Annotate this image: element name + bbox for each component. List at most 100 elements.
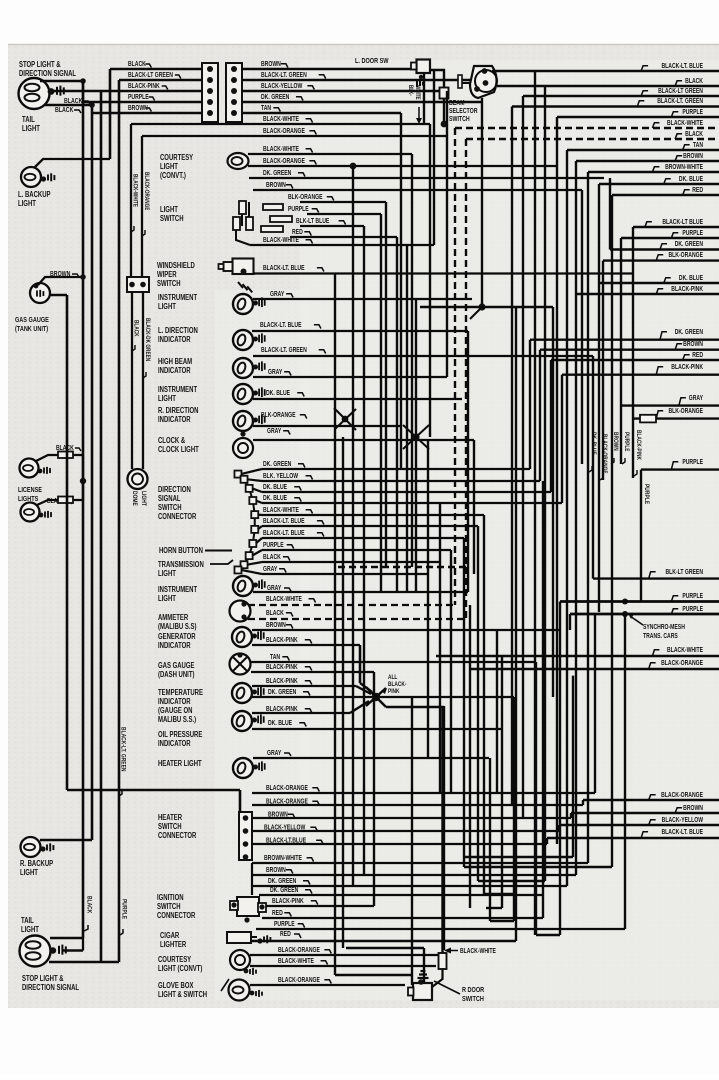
svg-text:BLACK-WHITE: BLACK-WHITE (131, 174, 138, 207)
svg-text:BLACK-PINK: BLACK-PINK (266, 663, 298, 671)
svg-text:LICENSE: LICENSE (18, 486, 42, 494)
svg-text:COURTESY: COURTESY (158, 955, 191, 964)
svg-text:BLACK-WHITE: BLACK-WHITE (263, 145, 299, 153)
svg-text:BLACK-PINK: BLACK-PINK (266, 636, 298, 644)
svg-text:GLOVE BOX: GLOVE BOX (158, 981, 194, 990)
svg-text:SWITCH: SWITCH (158, 503, 182, 512)
svg-text:LIGHT: LIGHT (160, 162, 178, 171)
svg-text:DOME: DOME (131, 491, 138, 506)
svg-text:BLK-ORANGE: BLK-ORANGE (288, 193, 323, 201)
svg-text:GRAY: GRAY (263, 565, 277, 573)
svg-text:RED: RED (280, 930, 291, 938)
svg-text:BLACK: BLACK (266, 609, 284, 617)
svg-text:CONNECTOR: CONNECTOR (158, 512, 197, 521)
svg-text:BLACK-LT. GREEN: BLACK-LT. GREEN (261, 71, 307, 79)
svg-text:DK. BLUE: DK. BLUE (679, 274, 703, 282)
svg-text:LIGHT: LIGHT (160, 205, 178, 214)
svg-text:TAN: TAN (693, 141, 703, 149)
svg-text:BLACK-LT. BLUE: BLACK-LT. BLUE (661, 828, 703, 836)
svg-text:SELECTOR: SELECTOR (449, 107, 478, 115)
svg-text:GRAY: GRAY (689, 394, 703, 402)
svg-text:PURPLE: PURPLE (263, 541, 284, 549)
svg-text:DK. GREEN: DK. GREEN (270, 886, 298, 894)
svg-text:LIGHT: LIGHT (158, 302, 176, 311)
svg-text:DK. GREEN: DK. GREEN (261, 93, 289, 101)
svg-text:BLK. YELLOW: BLK. YELLOW (263, 472, 298, 480)
svg-text:BLACK-: BLACK- (388, 681, 406, 688)
svg-text:(DASH UNIT): (DASH UNIT) (158, 670, 195, 679)
svg-text:BLACK: BLACK (128, 60, 146, 68)
svg-text:HORN BUTTON: HORN BUTTON (159, 546, 203, 555)
svg-text:L. BACKUP: L. BACKUP (18, 190, 51, 199)
svg-text:BLACK-WHITE: BLACK-WHITE (266, 595, 302, 603)
svg-text:BLACK-ORANGE: BLACK-ORANGE (263, 157, 305, 165)
svg-text:BLK-: BLK- (407, 85, 414, 96)
svg-text:PINK: PINK (388, 688, 400, 695)
svg-text:PURPLE: PURPLE (623, 432, 630, 452)
svg-text:LIGHT: LIGHT (140, 491, 147, 506)
svg-text:BROWN: BROWN (266, 621, 286, 629)
svg-text:WIPER: WIPER (157, 270, 177, 279)
svg-text:DK. BLUE: DK. BLUE (266, 389, 290, 397)
svg-text:(MALIBU S.S): (MALIBU S.S) (158, 622, 197, 631)
svg-text:BLACK-WHITE: BLACK-WHITE (263, 236, 299, 244)
svg-text:BLACK: BLACK (85, 896, 92, 914)
svg-text:TRANS. CARS: TRANS. CARS (643, 632, 678, 640)
svg-text:DK. GREEN: DK. GREEN (268, 877, 296, 885)
svg-text:SWITCH: SWITCH (158, 822, 182, 831)
svg-text:BLACK-YELLOW: BLACK-YELLOW (261, 82, 303, 90)
svg-text:DK. BLUE: DK. BLUE (268, 719, 292, 727)
svg-text:MALIBU S.S.): MALIBU S.S.) (158, 715, 197, 724)
svg-text:INDICATOR: INDICATOR (158, 335, 191, 344)
svg-text:RED: RED (692, 351, 703, 359)
svg-text:BLACK-LT GREEN: BLACK-LT GREEN (128, 71, 173, 79)
svg-text:BLACK-ORANGE: BLACK-ORANGE (266, 784, 308, 792)
svg-text:L. DOOR SW: L. DOOR SW (355, 57, 389, 65)
svg-text:INDICATOR: INDICATOR (158, 415, 191, 424)
svg-text:BROWN: BROWN (683, 804, 703, 812)
svg-text:R. BACKUP: R. BACKUP (20, 859, 53, 868)
svg-text:BLACK-PINK: BLACK-PINK (635, 430, 642, 461)
svg-text:PURPLE: PURPLE (682, 592, 703, 600)
svg-text:DK. BLUE: DK. BLUE (263, 494, 287, 502)
svg-text:BLACK-ORANGE: BLACK-ORANGE (661, 659, 703, 667)
svg-text:GAS GAUGE: GAS GAUGE (158, 661, 195, 670)
svg-text:AMMETER: AMMETER (158, 613, 189, 622)
svg-text:RED: RED (692, 186, 703, 194)
svg-text:LIGHT & SWITCH: LIGHT & SWITCH (158, 990, 207, 999)
svg-text:BLACK-WHITE: BLACK-WHITE (278, 957, 314, 965)
svg-text:LIGHTER: LIGHTER (160, 940, 187, 949)
svg-text:BLACK-ORANGE: BLACK-ORANGE (278, 946, 320, 954)
svg-text:HEATER LIGHT: HEATER LIGHT (158, 759, 202, 768)
svg-text:SWITCH: SWITCH (449, 115, 470, 123)
svg-text:GRAY: GRAY (267, 749, 281, 757)
svg-text:DK. BLUE: DK. BLUE (679, 175, 703, 183)
svg-text:(GAUGE ON: (GAUGE ON (158, 706, 192, 715)
svg-text:BLACK-WHITE: BLACK-WHITE (460, 947, 496, 955)
svg-text:BLACK-PINK: BLACK-PINK (671, 363, 703, 371)
svg-text:BLACK-WHITE: BLACK-WHITE (667, 119, 703, 127)
svg-text:DIRECTION: DIRECTION (158, 485, 191, 494)
svg-text:R. DIRECTION: R. DIRECTION (158, 406, 198, 415)
svg-text:TAIL: TAIL (21, 916, 34, 925)
svg-text:BLACK-LT. GREEN: BLACK-LT. GREEN (119, 727, 126, 771)
svg-text:CONNECTOR: CONNECTOR (158, 831, 197, 840)
svg-text:CIGAR: CIGAR (160, 931, 180, 940)
svg-text:HEATER: HEATER (158, 813, 183, 822)
svg-text:HIGH BEAM: HIGH BEAM (158, 357, 192, 366)
svg-text:SYNCHRO-MESH: SYNCHRO-MESH (643, 623, 685, 631)
svg-text:LIGHT: LIGHT (18, 199, 36, 208)
svg-text:BLACK-ORANGE: BLACK-ORANGE (143, 172, 150, 211)
svg-text:BLACK-PINK: BLACK-PINK (266, 677, 298, 685)
svg-text:BROWN: BROWN (128, 104, 148, 112)
svg-text:LIGHT: LIGHT (158, 569, 176, 578)
svg-text:SWITCH: SWITCH (157, 279, 181, 288)
svg-text:SIGNAL: SIGNAL (158, 494, 181, 503)
svg-text:INDICATOR: INDICATOR (158, 697, 191, 706)
svg-text:PURPLE: PURPLE (128, 93, 149, 101)
svg-text:PURPLE: PURPLE (643, 484, 650, 504)
svg-text:BROWN: BROWN (261, 60, 281, 68)
svg-text:LIGHT: LIGHT (21, 925, 39, 934)
svg-text:BLACK: BLACK (263, 553, 281, 561)
svg-text:TEMPERATURE: TEMPERATURE (158, 688, 203, 697)
